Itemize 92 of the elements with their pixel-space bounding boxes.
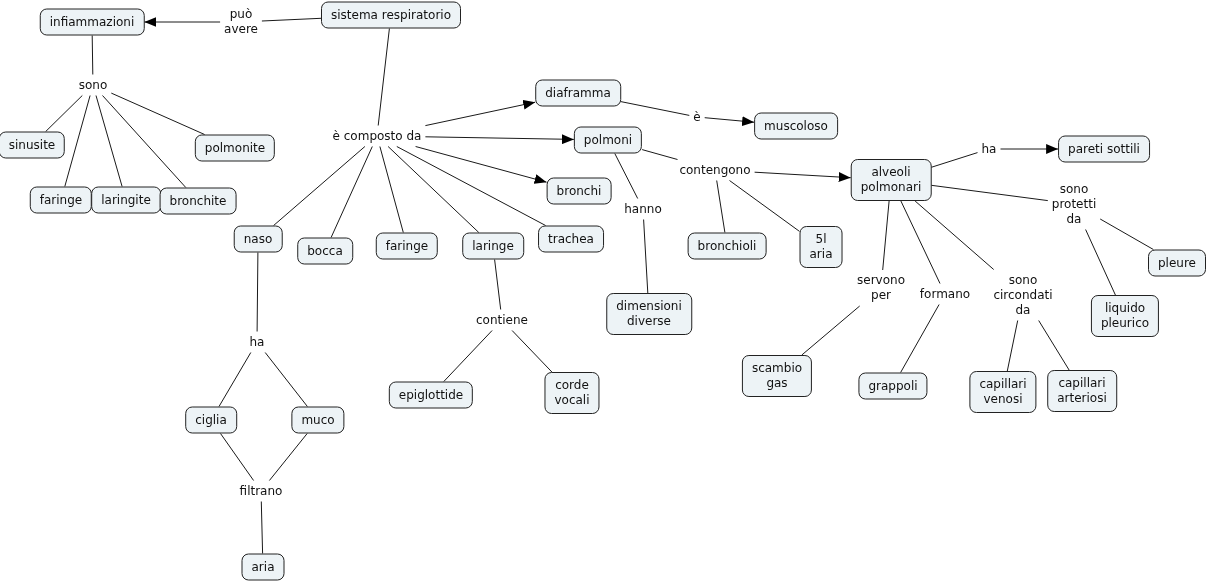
connector-line (930, 184, 1049, 202)
connector-line (95, 95, 123, 187)
concept-box: infiammazioni (39, 8, 145, 36)
concept-box: muscoloso (754, 112, 838, 140)
concept-box: faringe (29, 186, 93, 214)
concept-box: capillari arteriosi (1047, 370, 1117, 412)
concept-box: laringe (462, 232, 524, 260)
concept-box: ciglia (185, 406, 237, 434)
connector-line (256, 252, 259, 332)
linking-phrase: ha (980, 141, 998, 157)
arrow (424, 99, 536, 127)
concept-box: bronchi (546, 177, 612, 205)
connector-line (900, 200, 941, 284)
connector-line (110, 92, 206, 135)
connector-line (641, 149, 678, 160)
concept-box: polmoni (573, 126, 643, 154)
concept-box: sinusite (0, 131, 66, 159)
concept-box: bronchioli (687, 232, 767, 260)
concept-box: naso (233, 225, 283, 253)
connector-line (729, 180, 800, 232)
concept-box: epiglottide (388, 381, 474, 409)
arrow (143, 17, 221, 27)
connector-line (91, 35, 94, 75)
connector-line (377, 28, 390, 126)
concept-box: dimensioni diverse (606, 293, 692, 335)
connector-line (882, 200, 890, 271)
connector-line (264, 352, 308, 407)
concept-box: bronchite (159, 187, 237, 215)
connector-line (801, 305, 861, 356)
connector-line (387, 146, 480, 233)
concept-box: trachea (538, 225, 604, 253)
concept-box: alveoli polmonari (850, 159, 932, 201)
concept-box: pareti sottili (1058, 135, 1150, 163)
concept-box: bocca (297, 237, 353, 265)
connector-line (102, 95, 187, 188)
connector-line (620, 101, 690, 116)
arrow (1000, 144, 1059, 154)
linking-phrase: è (692, 109, 702, 125)
concept-box: aria (241, 553, 285, 581)
connector-line (443, 330, 493, 382)
connector-line (396, 146, 547, 226)
connector-line (379, 146, 404, 233)
arrow (754, 171, 852, 182)
linking-phrase: ha (248, 334, 266, 350)
connector-line (914, 200, 995, 270)
concept-box: polmonite (194, 134, 276, 162)
linking-phrase: filtrano (238, 483, 284, 499)
linking-phrase: può avere (223, 7, 259, 37)
linking-phrase: formano (918, 286, 972, 302)
connector-line (1006, 320, 1019, 372)
concept-box: laringite (91, 186, 161, 214)
connector-line (261, 17, 322, 22)
connector-line (643, 219, 649, 294)
connector-line (1085, 229, 1116, 296)
connector-line (330, 146, 373, 238)
concept-box: diaframma (535, 79, 621, 107)
connector-line (494, 259, 502, 310)
connector-line (45, 95, 83, 132)
linking-phrase: contengono (678, 162, 752, 178)
arrow (415, 146, 548, 184)
linking-phrase: sono (77, 77, 109, 93)
linking-phrase: hanno (623, 201, 663, 217)
concept-box: scambio gas (741, 355, 813, 397)
connector-line (614, 153, 639, 199)
concept-box: muco (291, 406, 345, 434)
linking-phrase: sono protetti da (1050, 181, 1098, 227)
connector-line (268, 433, 308, 481)
linking-phrase: è composto da (331, 128, 423, 144)
concept-box: pleure (1148, 249, 1206, 277)
linking-phrase: contiene (475, 312, 529, 328)
concept-box: liquido pleurico (1090, 295, 1160, 337)
arrow (704, 116, 755, 127)
concept-box: faringe (375, 232, 439, 260)
concept-box: capillari venosi (969, 371, 1037, 413)
linking-phrase: servono per (856, 273, 906, 303)
connector-line (1038, 320, 1070, 371)
connector-line (900, 304, 940, 373)
concept-box: grappoli (858, 372, 928, 400)
connector-line (273, 146, 366, 226)
connector-line (64, 95, 91, 187)
connector-line (1099, 218, 1154, 250)
connector-line (220, 433, 255, 481)
connector-line (218, 352, 252, 407)
concept-box: corde vocali (544, 372, 600, 414)
concept-box: sistema respiratorio (321, 1, 461, 29)
linking-phrase: sono circondati da (992, 272, 1054, 318)
connector-line (260, 501, 264, 554)
arrow (424, 134, 575, 145)
connector-line (930, 152, 978, 168)
connector-line (511, 330, 553, 373)
concept-box: 5l aria (799, 226, 843, 268)
connector-line (716, 180, 726, 233)
